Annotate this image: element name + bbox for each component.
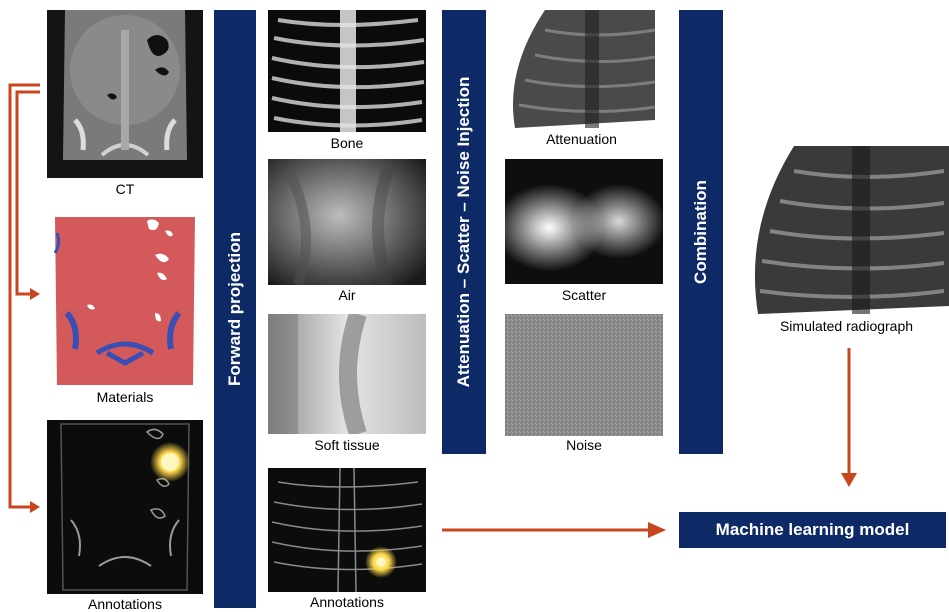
materials-arrowhead [30, 288, 40, 300]
annotations-arrowhead [30, 501, 40, 513]
model-arrowhead [648, 522, 666, 538]
sim-arrowhead [841, 473, 857, 487]
ct-bracket-inner [17, 92, 40, 294]
